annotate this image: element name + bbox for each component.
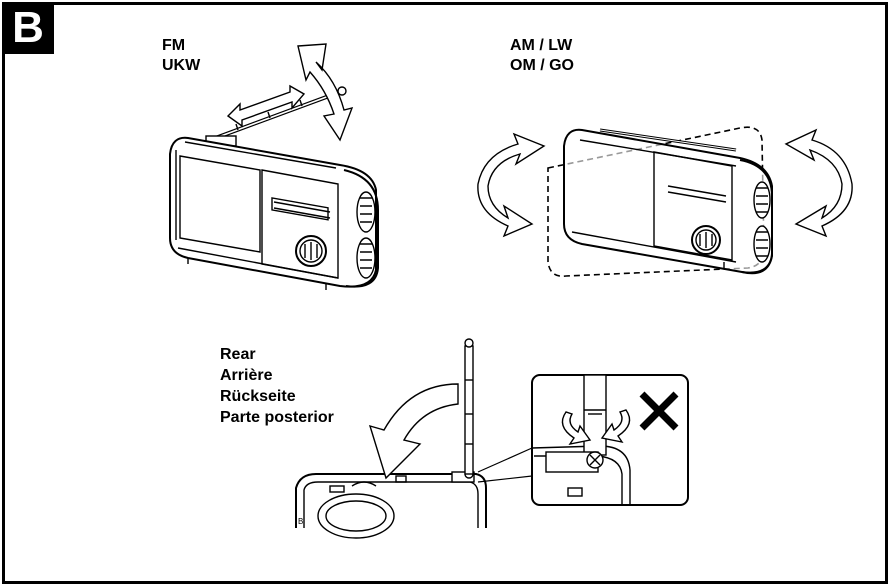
arriere-label: Arrière: [220, 367, 273, 384]
rear-label: Rear: [220, 346, 256, 363]
am-radio-body: [563, 128, 773, 275]
fm-tuning-knob: [295, 235, 327, 267]
rear-antenna: [464, 338, 474, 475]
fm-band-labels: FM UKW: [162, 36, 200, 76]
om-go-label: OM / GO: [510, 57, 574, 74]
detail-inset: [531, 374, 689, 506]
prohibited-x-icon: [639, 391, 679, 431]
am-band-labels: AM / LW OM / GO: [510, 36, 574, 76]
section-badge: B: [2, 2, 54, 54]
svg-text:B: B: [298, 517, 303, 526]
rueckseite-label: Rückseite: [220, 388, 296, 405]
fm-extend-arrow-icon: [226, 84, 306, 128]
am-lw-label: AM / LW: [510, 37, 573, 54]
rear-radio-illustration: B: [295, 469, 487, 539]
fm-label: FM: [162, 37, 186, 54]
rear-labels: Rear Arrière Rückseite Parte posterior: [220, 344, 334, 428]
am-radio-illustration: [547, 126, 773, 278]
am-left-rotate-arrow-icon: [477, 132, 546, 238]
am-right-rotate-arrow-icon: [784, 128, 853, 238]
ukw-label: UKW: [162, 57, 201, 74]
fm-rotate-arrow-icon: [297, 43, 354, 142]
fm-radio-illustration: [169, 86, 379, 290]
fm-antenna: [205, 86, 347, 147]
am-rotated-outline: [547, 126, 765, 278]
detail-callout-lines: [477, 447, 533, 483]
parte-posterior-label: Parte posterior: [220, 409, 334, 426]
am-tuning-knob: [691, 225, 721, 255]
rear-fold-arrow-icon: [368, 383, 459, 480]
rear-radio-body: [295, 473, 487, 528]
